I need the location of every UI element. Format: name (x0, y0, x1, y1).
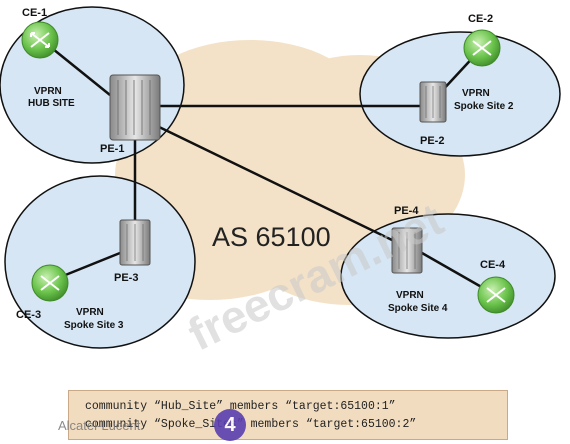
spoke3-site-line1: VPRN (76, 307, 104, 318)
pe1-label: PE-1 (100, 143, 124, 155)
pe1-router (109, 74, 161, 141)
pe4-label: PE-4 (394, 205, 419, 217)
ce4-switch-icon (477, 276, 515, 314)
pe4-router (391, 227, 423, 274)
ce1-label: CE-1 (22, 7, 47, 19)
ce4-label: CE-4 (480, 259, 506, 271)
footer-badge: 4 (214, 409, 246, 441)
link-ce1-pe1 (47, 44, 111, 96)
pe3-label: PE-3 (114, 272, 138, 284)
spoke-site-2-area (359, 31, 561, 157)
link-pe1-pe4 (154, 123, 393, 242)
ce3-label: CE-3 (16, 309, 41, 321)
footer-brand: Alcatel-Lucent (58, 418, 141, 433)
community-config-box: community “Hub_Site” members “target:651… (68, 390, 508, 440)
spoke2-site-line1: VPRN (462, 88, 490, 99)
ce1-switch-icon (21, 21, 59, 59)
pe2-label: PE-2 (420, 135, 444, 147)
ce3-switch-icon (31, 264, 69, 302)
pe2-router (419, 81, 447, 123)
ce2-switch-icon (463, 29, 501, 67)
hub-site-line1: VPRN (34, 86, 62, 97)
spoke2-site-line2: Spoke Site 2 (454, 101, 514, 112)
spoke4-site-line2: Spoke Site 4 (388, 303, 448, 314)
hub-site-line2: HUB SITE (28, 98, 75, 109)
ce2-label: CE-2 (468, 13, 493, 25)
community-hub-line: community “Hub_Site” members “target:651… (85, 400, 396, 413)
as-label: AS 65100 (212, 222, 331, 252)
pe3-router (119, 219, 151, 266)
spoke3-site-line2: Spoke Site 3 (64, 320, 124, 331)
spoke4-site-line1: VPRN (396, 290, 424, 301)
